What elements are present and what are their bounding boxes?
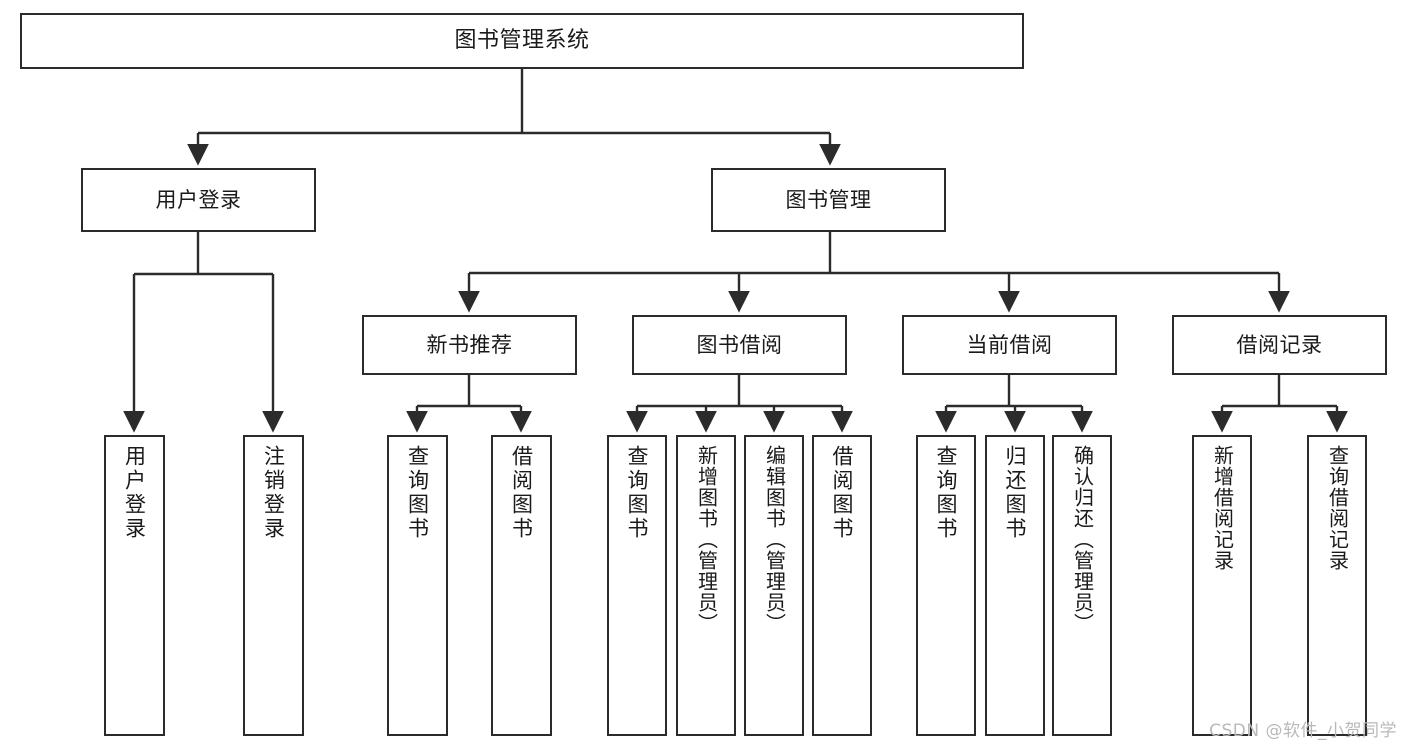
node-root-system[interactable]: 图书管理系统: [20, 13, 1024, 69]
node-borrow-record-label: 借阅记录: [1236, 332, 1323, 357]
node-leaf-edit-book[interactable]: 编辑图书（管理员）: [744, 435, 804, 736]
node-borrow-record[interactable]: 借阅记录: [1172, 315, 1387, 375]
node-book-manage-label: 图书管理: [785, 187, 872, 212]
node-leaf-add-record-label: 新增借阅记录: [1210, 445, 1235, 571]
node-current-borrow[interactable]: 当前借阅: [902, 315, 1117, 375]
csdn-watermark: CSDN @软件_小贺同学: [1209, 721, 1397, 741]
node-leaf-query-book-2-label: 查询图书: [625, 445, 650, 541]
node-leaf-add-record[interactable]: 新增借阅记录: [1192, 435, 1252, 736]
node-leaf-borrow-book-2-label: 借阅图书: [830, 445, 855, 541]
node-leaf-borrow-book-1-label: 借阅图书: [509, 445, 534, 541]
node-user-login[interactable]: 用户登录: [81, 168, 316, 232]
node-leaf-query-record[interactable]: 查询借阅记录: [1307, 435, 1367, 736]
node-leaf-confirm-return-label: 确认归还（管理员）: [1070, 445, 1095, 634]
node-leaf-query-book-1[interactable]: 查询图书: [387, 435, 448, 736]
node-leaf-user-login-label: 用户登录: [122, 445, 147, 541]
node-leaf-query-record-label: 查询借阅记录: [1325, 445, 1350, 571]
node-leaf-borrow-book-2[interactable]: 借阅图书: [812, 435, 872, 736]
node-new-book-recommend-label: 新书推荐: [426, 332, 513, 357]
node-leaf-edit-book-label: 编辑图书（管理员）: [762, 445, 787, 634]
node-leaf-query-book-3-label: 查询图书: [934, 445, 959, 541]
node-leaf-add-book-label: 新增图书（管理员）: [694, 445, 719, 634]
node-book-borrow-label: 图书借阅: [696, 332, 783, 357]
node-root-system-label: 图书管理系统: [454, 28, 590, 54]
node-leaf-return-book-label: 归还图书: [1003, 445, 1028, 541]
node-leaf-query-book-1-label: 查询图书: [405, 445, 430, 541]
node-leaf-confirm-return[interactable]: 确认归还（管理员）: [1052, 435, 1112, 736]
node-user-login-label: 用户登录: [155, 187, 242, 212]
node-book-manage[interactable]: 图书管理: [711, 168, 946, 232]
node-leaf-user-login[interactable]: 用户登录: [104, 435, 165, 736]
node-new-book-recommend[interactable]: 新书推荐: [362, 315, 577, 375]
node-book-borrow[interactable]: 图书借阅: [632, 315, 847, 375]
node-leaf-logout-login-label: 注销登录: [261, 445, 286, 541]
node-leaf-borrow-book-1[interactable]: 借阅图书: [491, 435, 552, 736]
node-leaf-add-book[interactable]: 新增图书（管理员）: [676, 435, 736, 736]
node-current-borrow-label: 当前借阅: [966, 332, 1053, 357]
node-leaf-return-book[interactable]: 归还图书: [985, 435, 1045, 736]
node-leaf-query-book-3[interactable]: 查询图书: [916, 435, 976, 736]
node-leaf-query-book-2[interactable]: 查询图书: [607, 435, 667, 736]
node-leaf-logout-login[interactable]: 注销登录: [243, 435, 304, 736]
